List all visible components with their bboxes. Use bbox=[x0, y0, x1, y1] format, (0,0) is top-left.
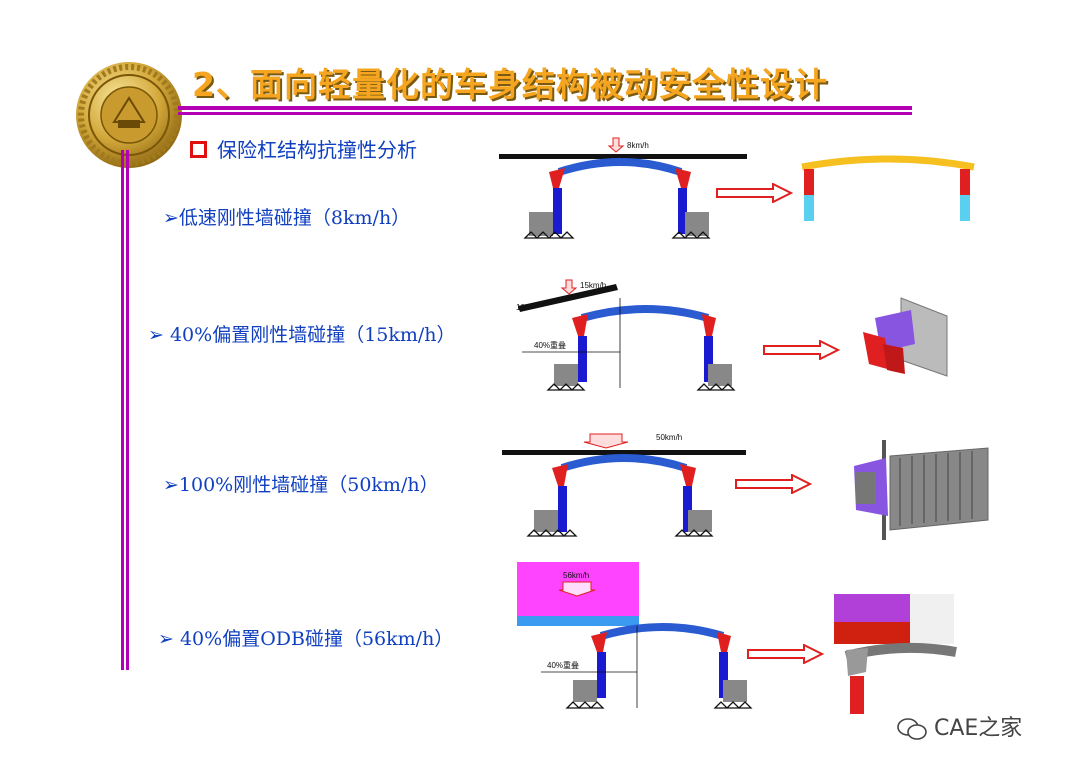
section-heading-text: 保险杠结构抗撞性分析 bbox=[217, 138, 417, 162]
watermark-text: CAE之家 bbox=[934, 716, 1023, 741]
bumper-result-2 bbox=[863, 297, 948, 377]
watermark: CAE之家 bbox=[897, 710, 1022, 742]
bumper-diagram-1: 8km/h bbox=[499, 137, 747, 239]
bumper-result-1 bbox=[801, 155, 975, 221]
arrow-right-icon bbox=[763, 340, 840, 360]
bumper-diagram-3: 50km/h bbox=[502, 433, 746, 537]
title-rule-secondary bbox=[178, 112, 912, 115]
arrow-right-icon bbox=[735, 474, 812, 494]
title-rule bbox=[178, 106, 912, 110]
overlap-label: 40%重叠 bbox=[534, 340, 566, 350]
case-label-1: ➢低速刚性墙碰撞（8km/h） bbox=[163, 207, 411, 229]
page-title: 2、面向轻量化的车身结构被动安全性设计 bbox=[192, 65, 828, 104]
bumper-result-4 bbox=[834, 594, 957, 714]
case-label-3: ➢100%刚性墙碰撞（50km/h） bbox=[163, 474, 439, 496]
wechat-icon bbox=[897, 718, 927, 740]
bullet-square-icon bbox=[190, 141, 207, 158]
case-label-2: ➢ 40%偏置刚性墙碰撞（15km/h） bbox=[148, 324, 456, 346]
case-label-4: ➢ 40%偏置ODB碰撞（56km/h） bbox=[158, 628, 454, 650]
impact-speed-label: 50km/h bbox=[656, 433, 682, 442]
impact-speed-label: 8km/h bbox=[627, 141, 649, 150]
bumper-diagram-4: 56km/h 40%重叠 bbox=[517, 562, 753, 709]
arrow-right-icon bbox=[747, 644, 824, 664]
impact-speed-label: 56km/h bbox=[563, 571, 589, 580]
left-rule-secondary bbox=[126, 150, 129, 670]
bumper-diagram-2: 10° 15km/h 40%重叠 bbox=[516, 279, 736, 391]
section-heading: 保险杠结构抗撞性分析 bbox=[190, 134, 417, 163]
overlap-label: 40%重叠 bbox=[547, 660, 579, 670]
wall-angle-label: 10° bbox=[516, 303, 528, 312]
left-rule bbox=[121, 150, 124, 670]
university-seal-logo bbox=[76, 62, 182, 168]
bumper-result-3 bbox=[854, 440, 989, 540]
arrow-right-icon bbox=[716, 183, 793, 203]
impact-speed-label: 15km/h bbox=[580, 281, 606, 290]
